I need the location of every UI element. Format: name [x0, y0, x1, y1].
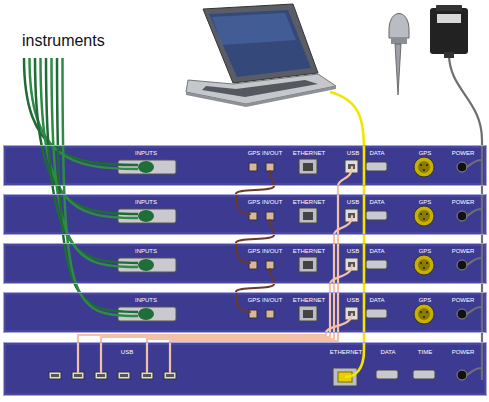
laptop	[186, 4, 336, 107]
port-label: DATA	[369, 248, 384, 254]
rack-unit	[3, 145, 487, 186]
port-label: INPUTS	[135, 297, 157, 303]
port-label: GPS IN/OUT	[248, 248, 283, 254]
port-label: USB	[347, 297, 359, 303]
instrument-cable	[63, 58, 139, 316]
usb-cable-stub	[77, 342, 79, 372]
usb-cable	[170, 186, 338, 342]
group-label: instruments	[22, 32, 105, 50]
usb-cable-stub	[146, 342, 148, 372]
hub-unit	[118, 372, 130, 379]
power-cord	[466, 368, 482, 375]
port-label: ETHERNET	[293, 199, 325, 205]
gps-cable-stub	[270, 269, 274, 284]
port-label: GPS	[419, 248, 432, 254]
port-label: GPS IN/OUT	[248, 199, 283, 205]
power-adapter	[430, 8, 468, 54]
port-label: DATA	[369, 150, 384, 156]
port-label: GPS IN/OUT	[248, 297, 283, 303]
port-label: ETHERNET	[330, 349, 362, 355]
hub-unit	[376, 370, 398, 379]
usb-cable-stub	[338, 167, 352, 186]
usb-cable-stub	[100, 342, 102, 372]
port-label: POWER	[452, 349, 475, 355]
rack-unit: INPUTS GPS IN/OUT ETHERNET USB DATA GPS POWER	[3, 145, 487, 186]
laptop	[209, 10, 311, 77]
power-adapter	[437, 14, 461, 23]
port-label: GPS	[419, 199, 432, 205]
gps-cable	[236, 284, 274, 292]
port-label: GPS	[419, 150, 432, 156]
port-label: DATA	[380, 349, 395, 355]
power-cord	[466, 258, 482, 265]
laptop	[203, 4, 318, 83]
port-label: USB	[347, 199, 359, 205]
rack-unit: INPUTS GPS IN/OUT ETHERNET USB DATA GPS POWER	[3, 194, 487, 235]
port-label: ETHERNET	[293, 150, 325, 156]
hub-unit	[49, 372, 61, 379]
usb-cable-stub	[334, 216, 352, 235]
gps-cable-stub	[270, 220, 274, 235]
hub-unit	[3, 342, 487, 396]
port-label: GPS IN/OUT	[248, 150, 283, 156]
power-adapter	[430, 5, 468, 58]
power-cord	[466, 307, 482, 314]
laptop	[212, 13, 296, 45]
power-cord	[449, 54, 482, 380]
port-label: DATA	[369, 199, 384, 205]
rack-unit: INPUTS GPS IN/OUT ETHERNET USB DATA GPS POWER	[3, 292, 487, 333]
usb-cable-stub	[169, 342, 171, 372]
gps-antenna	[389, 14, 409, 39]
hub-unit	[413, 370, 435, 379]
power-adapter	[444, 52, 454, 58]
hub-unit	[3, 342, 487, 396]
port-label: POWER	[452, 199, 475, 205]
gps-antenna	[389, 14, 409, 96]
hub-unit	[457, 370, 467, 380]
port-label: INPUTS	[135, 199, 157, 205]
instrument-cable	[57, 58, 138, 312]
port-label: USB	[347, 248, 359, 254]
port-label: ETHERNET	[293, 297, 325, 303]
port-label: POWER	[452, 297, 475, 303]
power-adapter	[436, 5, 462, 11]
rack-unit	[3, 145, 487, 333]
rack-unit: INPUTS GPS IN/OUT ETHERNET USB DATA GPS POWER	[3, 243, 487, 284]
instrument-cable	[46, 58, 138, 263]
rack-unit	[3, 194, 487, 235]
port-label: ETHERNET	[293, 248, 325, 254]
power-cord	[466, 209, 482, 216]
port-label: DATA	[369, 297, 384, 303]
port-label: INPUTS	[135, 150, 157, 156]
port-label: TIME	[418, 349, 432, 355]
hub-unit: USB ETHERNET DATA TIME POWER	[3, 342, 487, 396]
power-cord	[466, 160, 482, 167]
port-label: USB	[121, 349, 133, 355]
instrument-cable	[24, 58, 138, 316]
rack-unit	[3, 292, 487, 333]
port-label: GPS	[419, 297, 432, 303]
gps-cable-stub	[270, 171, 274, 186]
gps-cable	[236, 235, 274, 243]
port-label: INPUTS	[135, 248, 157, 254]
laptop	[186, 86, 336, 107]
port-label: POWER	[452, 248, 475, 254]
gps-cable	[236, 186, 274, 194]
usb-cable	[78, 333, 326, 342]
gps-antenna	[391, 38, 407, 44]
port-label: USB	[347, 150, 359, 156]
usb-cable	[147, 235, 334, 342]
gps-antenna	[395, 44, 401, 95]
port-label: POWER	[452, 150, 475, 156]
power-cord	[449, 54, 482, 380]
gps-cable-stub	[236, 171, 274, 312]
